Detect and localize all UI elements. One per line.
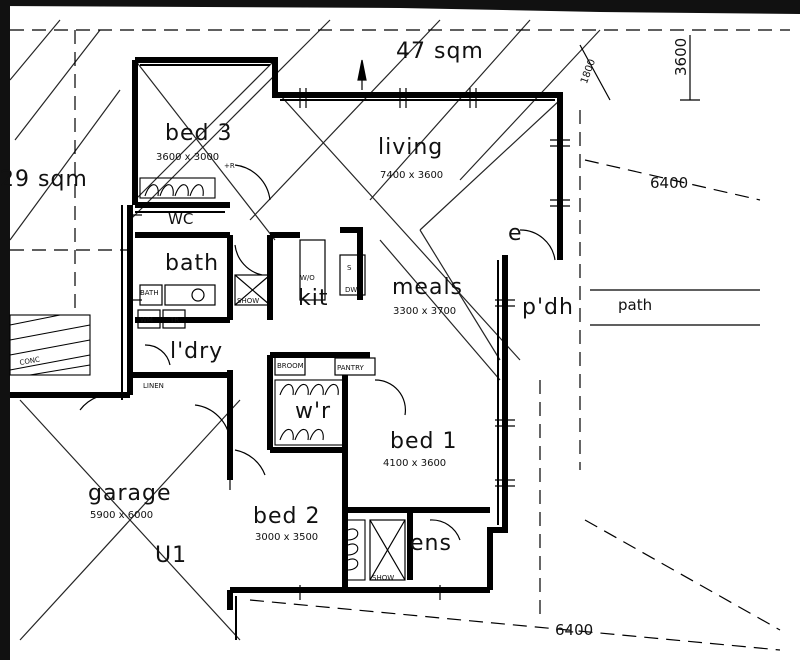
room-label-bed3: bed 3 bbox=[165, 121, 232, 146]
conc-label: CONC bbox=[19, 356, 41, 367]
tr-label: TR bbox=[169, 316, 179, 324]
pantry-label: PANTRY bbox=[337, 364, 364, 372]
fixtures bbox=[137, 239, 406, 581]
room-label-bed1: bed 1 bbox=[390, 429, 457, 454]
conc-steps bbox=[9, 314, 91, 376]
broom-label: BROOM bbox=[277, 362, 304, 370]
scan-edge-top bbox=[0, 0, 800, 14]
sink-label: S bbox=[347, 264, 352, 272]
room-label-bed2: bed 2 bbox=[253, 504, 320, 529]
shower-label: SHOW bbox=[237, 297, 259, 305]
room-label-entry: e bbox=[508, 221, 523, 246]
north-arrow-icon bbox=[357, 59, 367, 90]
dimension-top-right: 3600 bbox=[672, 38, 690, 76]
area-label-left: 29 sqm bbox=[0, 167, 88, 192]
wo-label: W/O bbox=[300, 274, 315, 282]
room-label-ldry: l'dry bbox=[170, 339, 223, 364]
unit-label: U1 bbox=[155, 543, 187, 568]
scan-edge-left bbox=[0, 0, 10, 660]
roof-lines bbox=[9, 19, 601, 641]
room-label-bath: bath bbox=[165, 251, 219, 276]
room-size-bed2: 3000 x 3500 bbox=[255, 532, 318, 543]
dimension-top-width: 1800 bbox=[579, 58, 598, 86]
room-size-garage: 5900 x 6000 bbox=[90, 510, 153, 521]
dimension-right-lower: 6400 bbox=[555, 621, 593, 639]
room-label-ens: ens bbox=[410, 531, 452, 556]
dimension-lines bbox=[579, 35, 760, 326]
doors bbox=[79, 164, 556, 541]
room-size-bed1: 4100 x 3600 bbox=[383, 458, 446, 469]
dw-label: DW bbox=[345, 286, 357, 294]
dimension-right-upper: 6400 bbox=[650, 174, 688, 192]
room-label-wir: w'r bbox=[295, 399, 331, 424]
room-label-kit: kit bbox=[298, 286, 328, 311]
exterior-walls bbox=[10, 57, 563, 640]
room-size-bed3: 3600 x 3000 bbox=[156, 152, 219, 163]
room-label-meals: meals bbox=[392, 275, 463, 300]
room-size-living: 7400 x 3600 bbox=[380, 170, 443, 181]
room-note-bed3: +R bbox=[224, 162, 235, 170]
room-label-wc: WC bbox=[168, 210, 193, 228]
room-label-pdh: p'dh bbox=[522, 295, 574, 320]
boundary-lines bbox=[10, 29, 790, 651]
shower-ens-label: SHOW bbox=[372, 574, 394, 582]
room-size-meals: 3300 x 3700 bbox=[393, 306, 456, 317]
wm-label: WM bbox=[140, 316, 153, 324]
linen-label: LINEN bbox=[143, 382, 164, 390]
room-label-garage: garage bbox=[88, 481, 171, 506]
bath-small-label: BATH bbox=[140, 289, 159, 297]
area-label-top: 47 sqm bbox=[396, 39, 484, 64]
window-ticks bbox=[128, 88, 570, 600]
room-label-living: living bbox=[378, 135, 443, 160]
robe-hatch bbox=[139, 177, 366, 581]
path-label: path bbox=[618, 296, 652, 314]
